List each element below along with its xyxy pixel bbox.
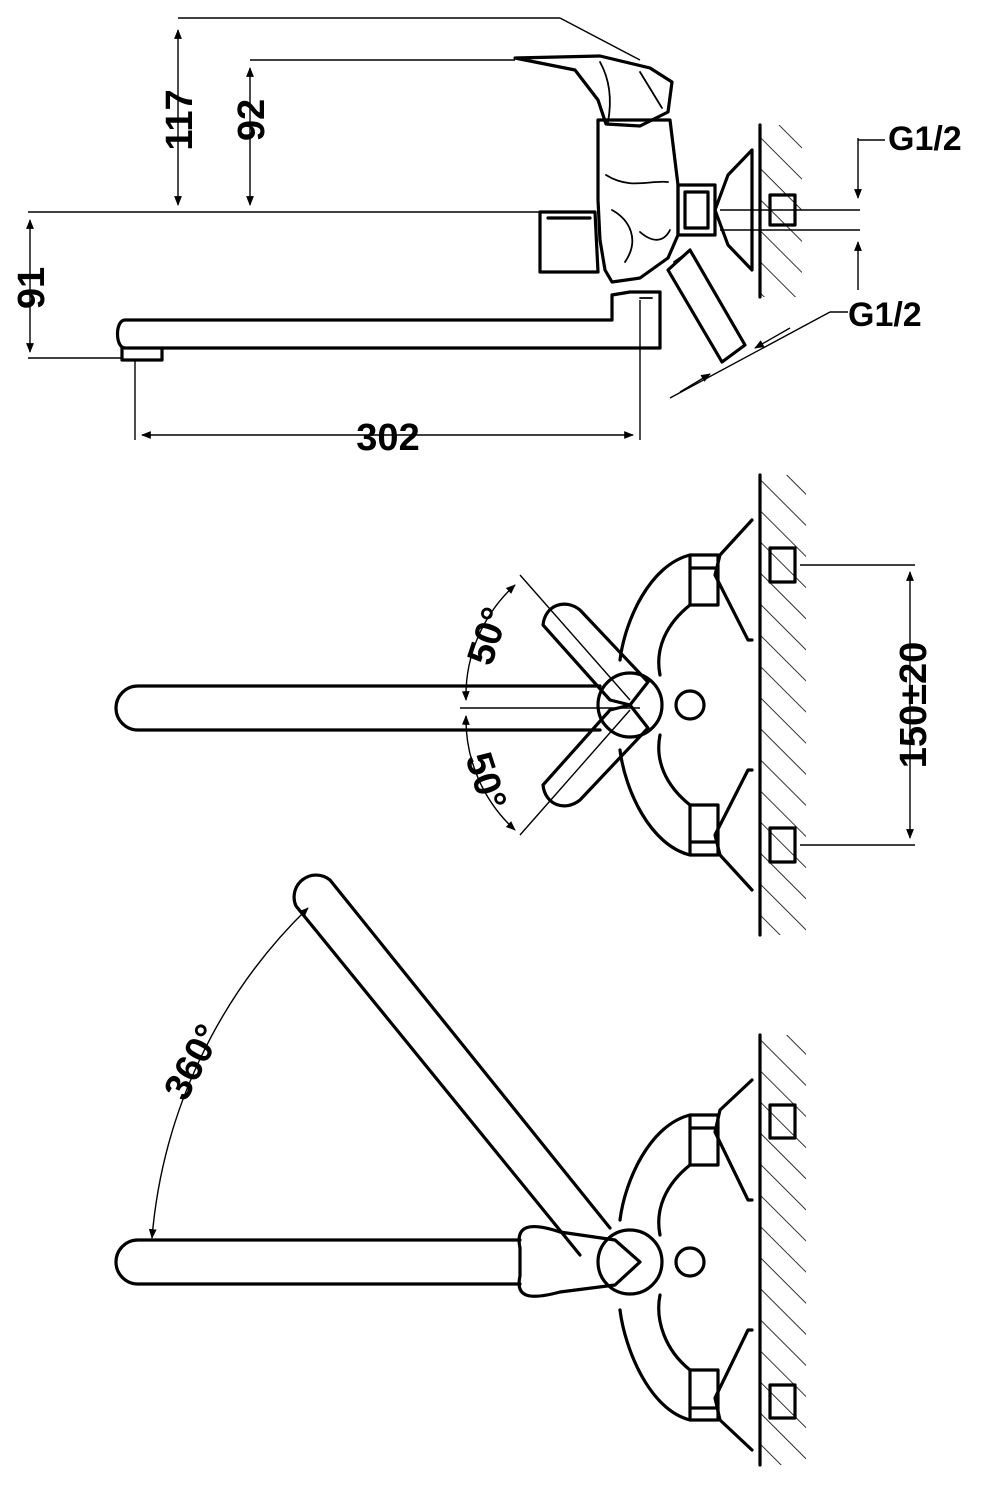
top1-fitting-upper	[768, 546, 797, 584]
side-inclined-outlet	[666, 248, 747, 364]
side-wall-fitting	[768, 193, 797, 227]
top2-fitting-upper	[768, 1103, 797, 1140]
side-handle-lever	[513, 54, 674, 128]
top-wall-1	[758, 473, 806, 937]
side-spout	[115, 290, 662, 350]
top1-fitting-lower	[768, 826, 797, 864]
thread-bottom-label: G1/2	[848, 296, 922, 334]
dim-92-label: 92	[231, 99, 273, 141]
angle-down-label: 50°	[457, 747, 515, 815]
top2-flange-upper	[713, 1078, 754, 1202]
side-connector	[676, 183, 717, 237]
top-wall-2	[758, 1033, 806, 1467]
top1-body-arc	[618, 553, 692, 857]
side-wall-flange	[713, 148, 754, 272]
top2-fitting-lower	[768, 1383, 797, 1420]
top1-lever-down	[541, 703, 650, 808]
top2-lever	[517, 1224, 642, 1298]
top2-spout-straight	[114, 1238, 522, 1286]
side-diverter	[538, 210, 600, 274]
top1-connector-lower	[688, 803, 720, 857]
spacing-label: 150±20	[893, 642, 935, 769]
top2-flange-lower	[713, 1328, 754, 1452]
dim-91-label: 91	[11, 267, 53, 309]
top2-connector-lower	[688, 1368, 720, 1422]
top-view-handle: 50° 50° 150±20	[114, 473, 935, 937]
angle-up-label: 50°	[460, 602, 518, 670]
side-aerator	[120, 346, 164, 362]
top1-flange-upper	[713, 518, 754, 642]
top2-connector-upper	[688, 1113, 720, 1167]
top-view-spout: 360°	[114, 873, 806, 1467]
side-mixer-body	[596, 118, 680, 284]
rotation-label: 360°	[156, 1018, 230, 1107]
thread-top-label: G1/2	[888, 120, 962, 158]
top2-spout-rotated	[292, 873, 612, 1257]
dim-117-label: 117	[159, 89, 201, 150]
top1-lever-up	[541, 602, 650, 707]
dim-302-label: 302	[356, 417, 419, 459]
top1-spout	[114, 684, 602, 732]
side-view: 117 92 91 302 G1/2 G1/2	[11, 17, 962, 459]
top1-flange-lower	[713, 768, 754, 892]
top1-connector-upper	[688, 553, 720, 607]
top2-body-arc	[618, 1113, 692, 1422]
